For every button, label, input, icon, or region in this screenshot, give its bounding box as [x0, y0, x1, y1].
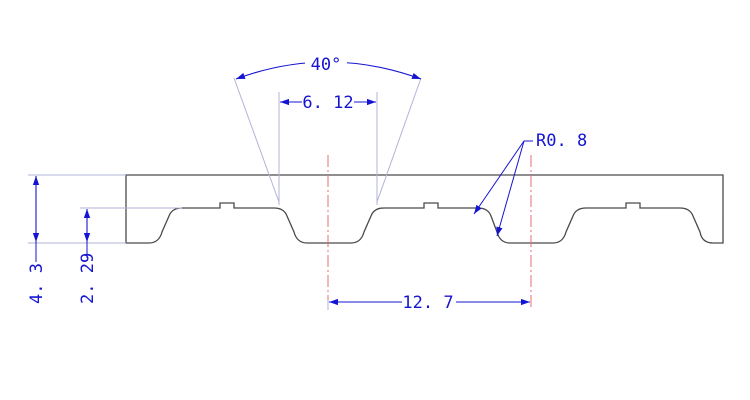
tooth-height-label: 2. 29	[78, 253, 98, 304]
pitch-label: 12. 7	[402, 293, 453, 313]
belt-outline	[125, 174, 724, 244]
tooth-width-label: 6. 12	[302, 93, 353, 113]
extension-lines	[28, 77, 422, 310]
total-height-label: 4. 3	[27, 263, 47, 304]
radius-label: R0. 8	[536, 131, 587, 151]
angle-label: 40°	[311, 55, 342, 75]
radius-leaders	[473, 140, 533, 237]
